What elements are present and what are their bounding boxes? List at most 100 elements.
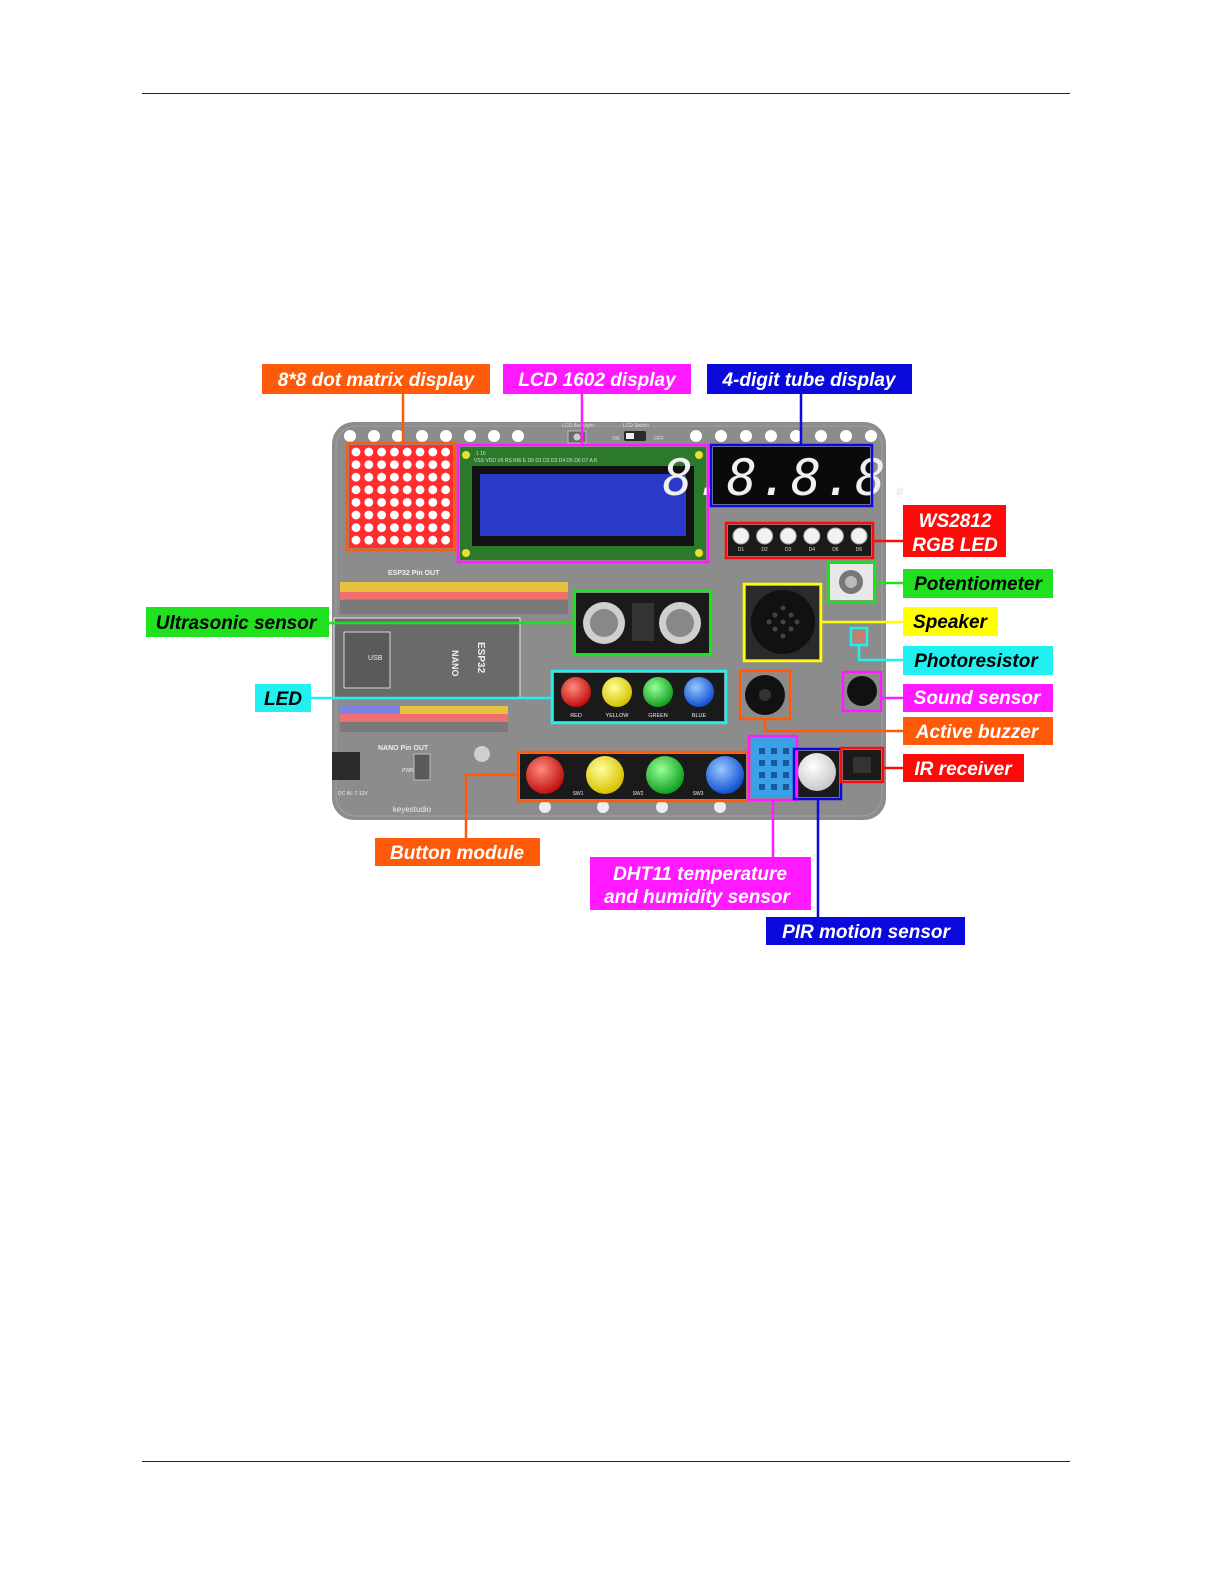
matrix-dot (364, 510, 374, 520)
rgb-led (826, 527, 844, 545)
matrix-dot (428, 472, 438, 482)
active-buzzer (742, 673, 788, 717)
speaker-module (746, 586, 819, 659)
label-speaker: Speaker (903, 607, 998, 636)
matrix-dot (364, 535, 374, 545)
tube-digits: 8.8.8.8. (663, 449, 920, 507)
matrix-dot (377, 447, 386, 457)
svg-text:Ultrasonic sensor: Ultrasonic sensor (156, 613, 318, 634)
matrix-dot (364, 523, 374, 532)
matrix-dot (441, 510, 450, 520)
svg-text:LED: LED (264, 689, 302, 710)
matrix-dot (415, 523, 425, 532)
esp32-pinout-title: ESP32 Pin OUT (388, 570, 440, 577)
label-photoresistor: Photoresistor (903, 646, 1053, 675)
matrix-dot (415, 460, 425, 469)
matrix-dot (364, 472, 374, 482)
dc-jack (332, 752, 360, 780)
esp32-pin-headers (340, 582, 568, 614)
matrix-dot (390, 485, 399, 495)
matrix-dot (441, 472, 450, 482)
push-button (526, 756, 564, 794)
matrix-dot (351, 460, 361, 469)
matrix-dot (415, 510, 425, 520)
svg-text:PIR motion sensor: PIR motion sensor (782, 922, 951, 943)
esp32-text: ESP32 (475, 642, 486, 674)
switch-on-text: ON (612, 436, 620, 442)
matrix-dot (402, 498, 412, 507)
matrix-dot (390, 535, 399, 545)
button-label: SW3 (693, 791, 704, 797)
matrix-dot (402, 460, 412, 469)
led-label: RED (570, 713, 582, 719)
matrix-dot (415, 472, 425, 482)
footer-rule (142, 1461, 1070, 1462)
matrix-dot (377, 535, 386, 545)
matrix-dot (402, 485, 412, 495)
rgb-led-label: D4 (809, 547, 816, 553)
label-ir-receiver: IR receiver (903, 754, 1024, 782)
matrix-dot (364, 460, 374, 469)
label-ultrasonic: Ultrasonic sensor (146, 607, 329, 637)
label-pir: PIR motion sensor (766, 917, 965, 945)
rgb-led-label: D2 (761, 547, 768, 553)
label-sound-sensor: Sound sensor (903, 684, 1053, 712)
tube-display: 8.8.8.8. (663, 447, 920, 507)
matrix-dot (377, 498, 386, 507)
matrix-dot (390, 510, 399, 520)
matrix-dot (415, 535, 425, 545)
pwr-text: PWR (402, 768, 414, 774)
svg-text:LCD 1602 display: LCD 1602 display (518, 370, 677, 391)
push-button (646, 756, 684, 794)
board: LCD Backlight LCD Switch ON OFF VSS VDD … (332, 422, 920, 820)
button-label: SW1 (573, 791, 584, 797)
led-green (643, 677, 673, 707)
matrix-dot (415, 485, 425, 495)
label-led: LED (255, 684, 311, 712)
svg-text:Active buzzer: Active buzzer (915, 722, 1040, 743)
matrix-dot (428, 485, 438, 495)
svg-text:IR receiver: IR receiver (914, 759, 1013, 780)
rgb-led-label: D3 (785, 547, 792, 553)
photoresistor (853, 630, 865, 643)
svg-text:Sound sensor: Sound sensor (914, 688, 1042, 709)
usb-text: USB (368, 655, 383, 662)
matrix-dot (441, 535, 450, 545)
matrix-dot (390, 498, 399, 507)
led-yellow (602, 677, 632, 707)
brand-text: keyestudio (393, 805, 432, 814)
matrix-dot (390, 472, 399, 482)
matrix-dot (428, 460, 438, 469)
matrix-dot (351, 498, 361, 507)
button-label: SW2 (633, 791, 644, 797)
matrix-dot (364, 498, 374, 507)
matrix-dot (402, 535, 412, 545)
nano-pinout-title: NANO Pin OUT (378, 745, 429, 752)
matrix-dot (441, 485, 450, 495)
label-dot-matrix: 8*8 dot matrix display (262, 364, 490, 394)
matrix-dot (441, 498, 450, 507)
led-blue (684, 677, 714, 707)
rgb-led (732, 527, 750, 545)
label-button-module: Button module (375, 838, 540, 866)
svg-text:Potentiometer: Potentiometer (914, 574, 1043, 595)
matrix-dot (402, 472, 412, 482)
label-tube: 4-digit tube display (707, 364, 912, 394)
push-button (586, 756, 624, 794)
matrix-dot (364, 447, 374, 457)
label-dht11: DHT11 temperature and humidity sensor (590, 857, 811, 910)
mounting-holes (344, 430, 877, 442)
rgb-led (850, 527, 868, 545)
lcd-pin-row: VSS VDD V0 RS RW E D0 D1 D2 D3 D4 D5 D6 … (474, 458, 598, 464)
lcd-pin-numbers: 1 16 (476, 451, 486, 457)
matrix-dot (390, 523, 399, 532)
matrix-dot (351, 523, 361, 532)
switch-off-text: OFF (654, 436, 664, 442)
dht11-sensor (751, 738, 795, 798)
led-red (561, 677, 591, 707)
svg-text:Photoresistor: Photoresistor (914, 651, 1039, 672)
label-active-buzzer: Active buzzer (903, 717, 1053, 745)
led-label: GREEN (648, 713, 668, 719)
